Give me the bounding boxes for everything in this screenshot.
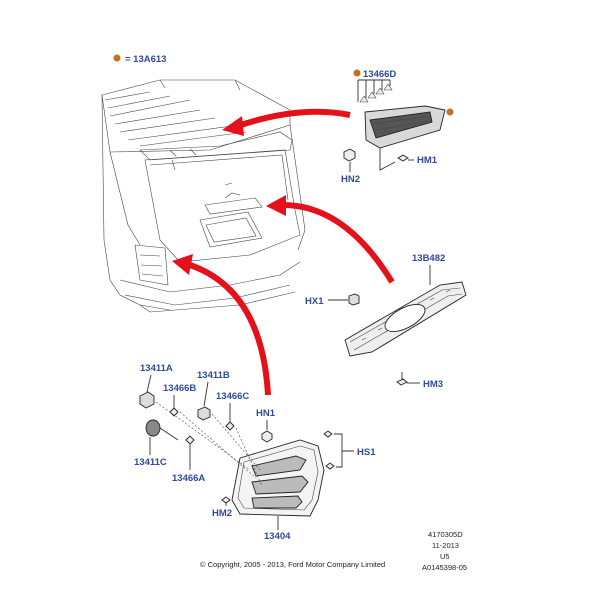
callout-HM1: HM1 xyxy=(417,155,438,166)
callout-13411B: 13411B xyxy=(197,370,230,381)
arrow-to-tailgate-trim xyxy=(282,202,395,284)
bulb-13466C: 13466C xyxy=(216,391,249,431)
callout-13466B: 13466B xyxy=(163,383,196,394)
callout-13411A: 13411A xyxy=(140,363,173,374)
bulb-13411A: 13411A xyxy=(139,363,173,409)
bulb-13411C: 13411C xyxy=(134,419,179,468)
callout-13B482: 13B482 xyxy=(412,253,445,264)
callout-HM3: HM3 xyxy=(423,379,443,390)
callout-HN1: HN1 xyxy=(256,408,276,419)
callout-HS1: HS1 xyxy=(357,447,376,458)
tailgate-applique: 13B482 HX1 HM3 xyxy=(305,253,467,390)
high-mount-stop-lamp: 13466D HN2 HM1 xyxy=(341,69,454,185)
metadata-image-ref: A0145398-05 xyxy=(422,563,467,572)
arrow-to-high-mount-lamp-head xyxy=(222,116,244,136)
metadata-revision: U5 xyxy=(440,552,450,561)
arrow-to-tailgate-trim-head xyxy=(266,195,286,216)
callout-HN2: HN2 xyxy=(341,174,360,185)
legend-label: = 13A613 xyxy=(125,54,166,65)
arrow-to-tail-lamp-head xyxy=(172,254,193,275)
drawing-metadata: 4170305D 11-2013 U5 A0145398-05 xyxy=(422,530,467,572)
callout-HM2: HM2 xyxy=(212,508,232,519)
callout-13466A: 13466A xyxy=(172,473,205,484)
orange-dot-icon xyxy=(113,54,121,62)
arrow-to-high-mount-lamp xyxy=(237,108,351,129)
metadata-date: 11-2013 xyxy=(432,541,459,550)
metadata-code: 4170305D xyxy=(428,530,463,539)
copyright: © Copyright, 2005 - 2013, Ford Motor Com… xyxy=(200,560,385,569)
orange-dot-icon xyxy=(446,108,454,116)
bulb-socket-group xyxy=(359,83,393,103)
callout-13466D: 13466D xyxy=(363,69,396,80)
arrow-to-tail-lamp xyxy=(189,262,271,396)
callout-13466C: 13466C xyxy=(216,391,249,402)
callout-13404: 13404 xyxy=(264,531,291,542)
legend: = 13A613 xyxy=(113,54,166,65)
callout-HX1: HX1 xyxy=(305,296,324,307)
callout-13411C: 13411C xyxy=(134,457,167,468)
bulb-13466A: 13466A xyxy=(172,435,205,484)
assembly-arrows xyxy=(172,108,395,396)
orange-dot-icon xyxy=(353,69,361,77)
bulb-13411B: 13411B xyxy=(197,370,230,421)
bulb-13466B: 13466B xyxy=(163,383,196,417)
vehicle-rear xyxy=(101,79,306,313)
tail-lamp-assembly: 13411A 13466B 13411B 13466C 13411C 13466… xyxy=(134,363,376,542)
